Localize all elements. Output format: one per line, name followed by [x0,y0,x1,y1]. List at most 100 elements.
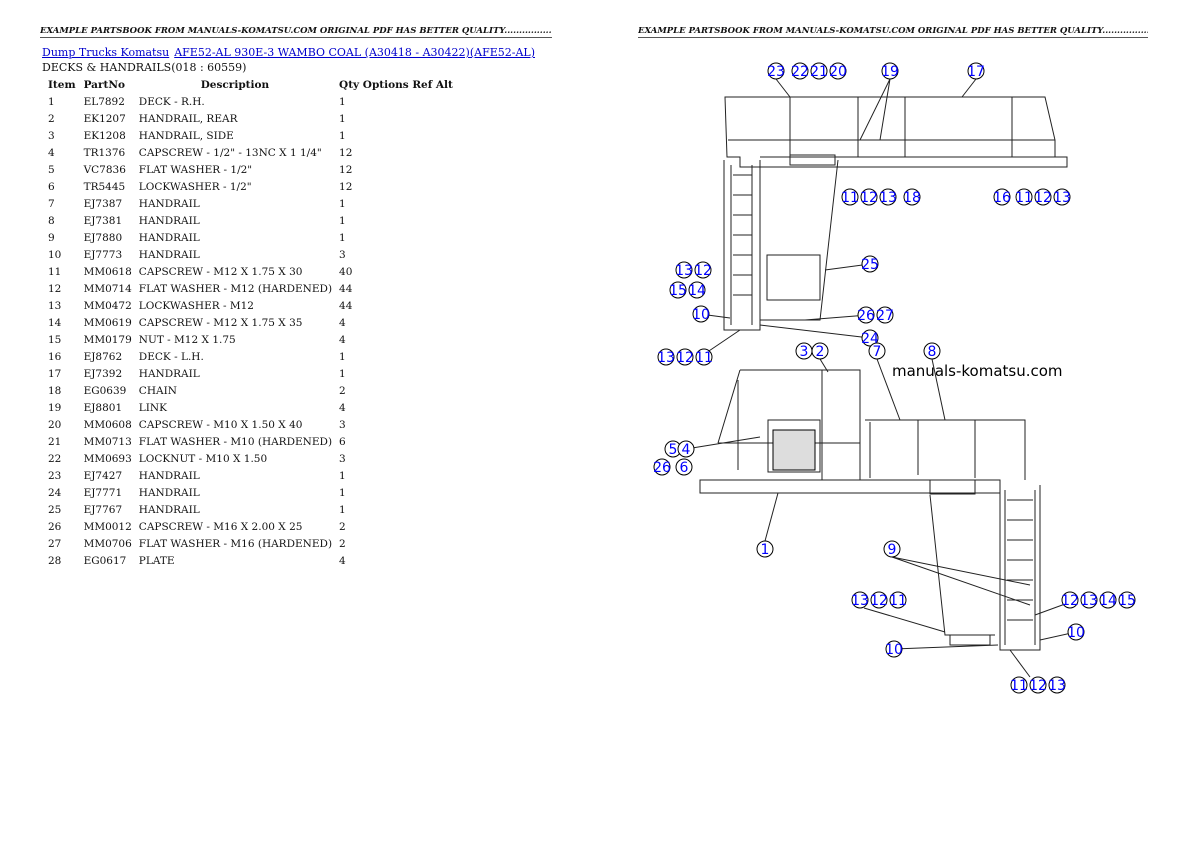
callout-label[interactable]: 21 [810,64,828,80]
callout-label[interactable]: 12 [694,263,712,279]
cell-qty: 6 [339,435,346,448]
callout-label[interactable]: 15 [1118,593,1136,609]
cell-partno: MM0619 [83,316,132,329]
callout-circle [1029,676,1047,694]
callout-label[interactable]: 12 [1034,190,1052,206]
breadcrumb-link-category[interactable]: Dump Trucks Komatsu [42,46,170,59]
callout-label[interactable]: 1 [761,542,770,558]
callout-label[interactable]: 10 [692,307,710,323]
callout-label[interactable]: 6 [680,460,689,476]
callout-label[interactable]: 19 [881,64,899,80]
callout-label[interactable]: 5 [669,442,678,458]
callout-label[interactable]: 14 [1099,593,1117,609]
callout-label[interactable]: 10 [1067,625,1085,641]
callout-circle [885,640,903,658]
section-title: DECKS & HANDRAILS(018 : 60559) [42,61,247,74]
cell-partno: TR1376 [83,146,126,159]
callout-label[interactable]: 12 [1061,593,1079,609]
callout-label[interactable]: 16 [993,190,1011,206]
callout-label[interactable]: 12 [870,593,888,609]
callout-label[interactable]: 8 [928,344,937,360]
cell-qty: 1 [339,95,346,108]
callout-label[interactable]: 18 [903,190,921,206]
callout-label[interactable]: 26 [653,460,671,476]
callout-label[interactable]: 10 [885,642,903,658]
callout-label[interactable]: 11 [889,593,907,609]
callout-label[interactable]: 13 [851,593,869,609]
diagram-linework [685,78,1077,678]
cell-qty: 2 [339,384,346,397]
page-header-2: EXAMPLE PARTSBOOK FROM MANUALS-KOMATSU.C… [638,26,1148,38]
cell-qty: 1 [339,231,346,244]
callout-label[interactable]: 9 [888,542,897,558]
callout-label[interactable]: 4 [682,442,691,458]
callout-circle [791,62,809,80]
callout-label[interactable]: 24 [861,331,879,347]
cell-item: 13 [48,299,62,312]
cell-partno: EK1208 [83,129,126,142]
cell-partno: EG0639 [83,384,127,397]
callout-label[interactable]: 15 [669,283,687,299]
cell-qty: 1 [339,350,346,363]
callout-label[interactable]: 23 [767,64,785,80]
callout-label[interactable]: 13 [879,190,897,206]
cell-item: 28 [48,554,62,567]
callout-circle [694,261,712,279]
callout-label[interactable]: 22 [791,64,809,80]
cell-description: LOCKNUT - M10 X 1.50 [138,452,268,465]
cell-description: HANDRAIL [138,469,200,482]
callout-label[interactable]: 27 [876,308,894,324]
callout-label[interactable]: 13 [657,350,675,366]
cell-description: HANDRAIL [138,503,200,516]
callout-circle [1080,591,1098,609]
callout-label[interactable]: 13 [1080,593,1098,609]
cell-item: 4 [48,146,55,159]
callout-circle [676,348,694,366]
callout-label[interactable]: 12 [1029,678,1047,694]
callout-label[interactable]: 7 [873,344,882,360]
callout-label[interactable]: 25 [861,257,879,273]
callout-circle [903,188,921,206]
cell-description: FLAT WASHER - M10 (HARDENED) [138,435,333,448]
callout-label[interactable]: 11 [695,350,713,366]
callout-label[interactable]: 26 [857,308,875,324]
col-description: Description [200,79,270,91]
callout-label[interactable]: 13 [1048,678,1066,694]
cell-partno: EJ7381 [83,214,123,227]
callout-label[interactable]: 11 [841,190,859,206]
callout-label[interactable]: 14 [688,283,706,299]
callout-label[interactable]: 11 [1010,678,1028,694]
callout-label[interactable]: 20 [829,64,847,80]
breadcrumb-link-model[interactable]: AFE52-AL 930E-3 WAMBO COAL (A30418 - A30… [174,46,535,59]
callout-label[interactable]: 3 [800,344,809,360]
callout-label[interactable]: 12 [860,190,878,206]
cell-item: 23 [48,469,62,482]
callout-label[interactable]: 11 [1015,190,1033,206]
callout-circle [688,281,706,299]
callout-circle [695,348,713,366]
cell-description: CAPSCREW - M12 X 1.75 X 35 [138,316,303,329]
cell-partno: MM0608 [83,418,132,431]
callout-circle [876,306,894,324]
callout-circle [861,329,879,347]
callout-label[interactable]: 2 [816,344,825,360]
callout-label[interactable]: 12 [676,350,694,366]
cell-qty: 12 [339,180,353,193]
callout-label[interactable]: 13 [675,263,693,279]
callout-label[interactable]: 13 [1053,190,1071,206]
cell-partno: EL7892 [83,95,125,108]
cell-qty: 4 [339,401,346,414]
callout-label[interactable]: 17 [967,64,985,80]
cell-partno: EJ8762 [83,350,123,363]
